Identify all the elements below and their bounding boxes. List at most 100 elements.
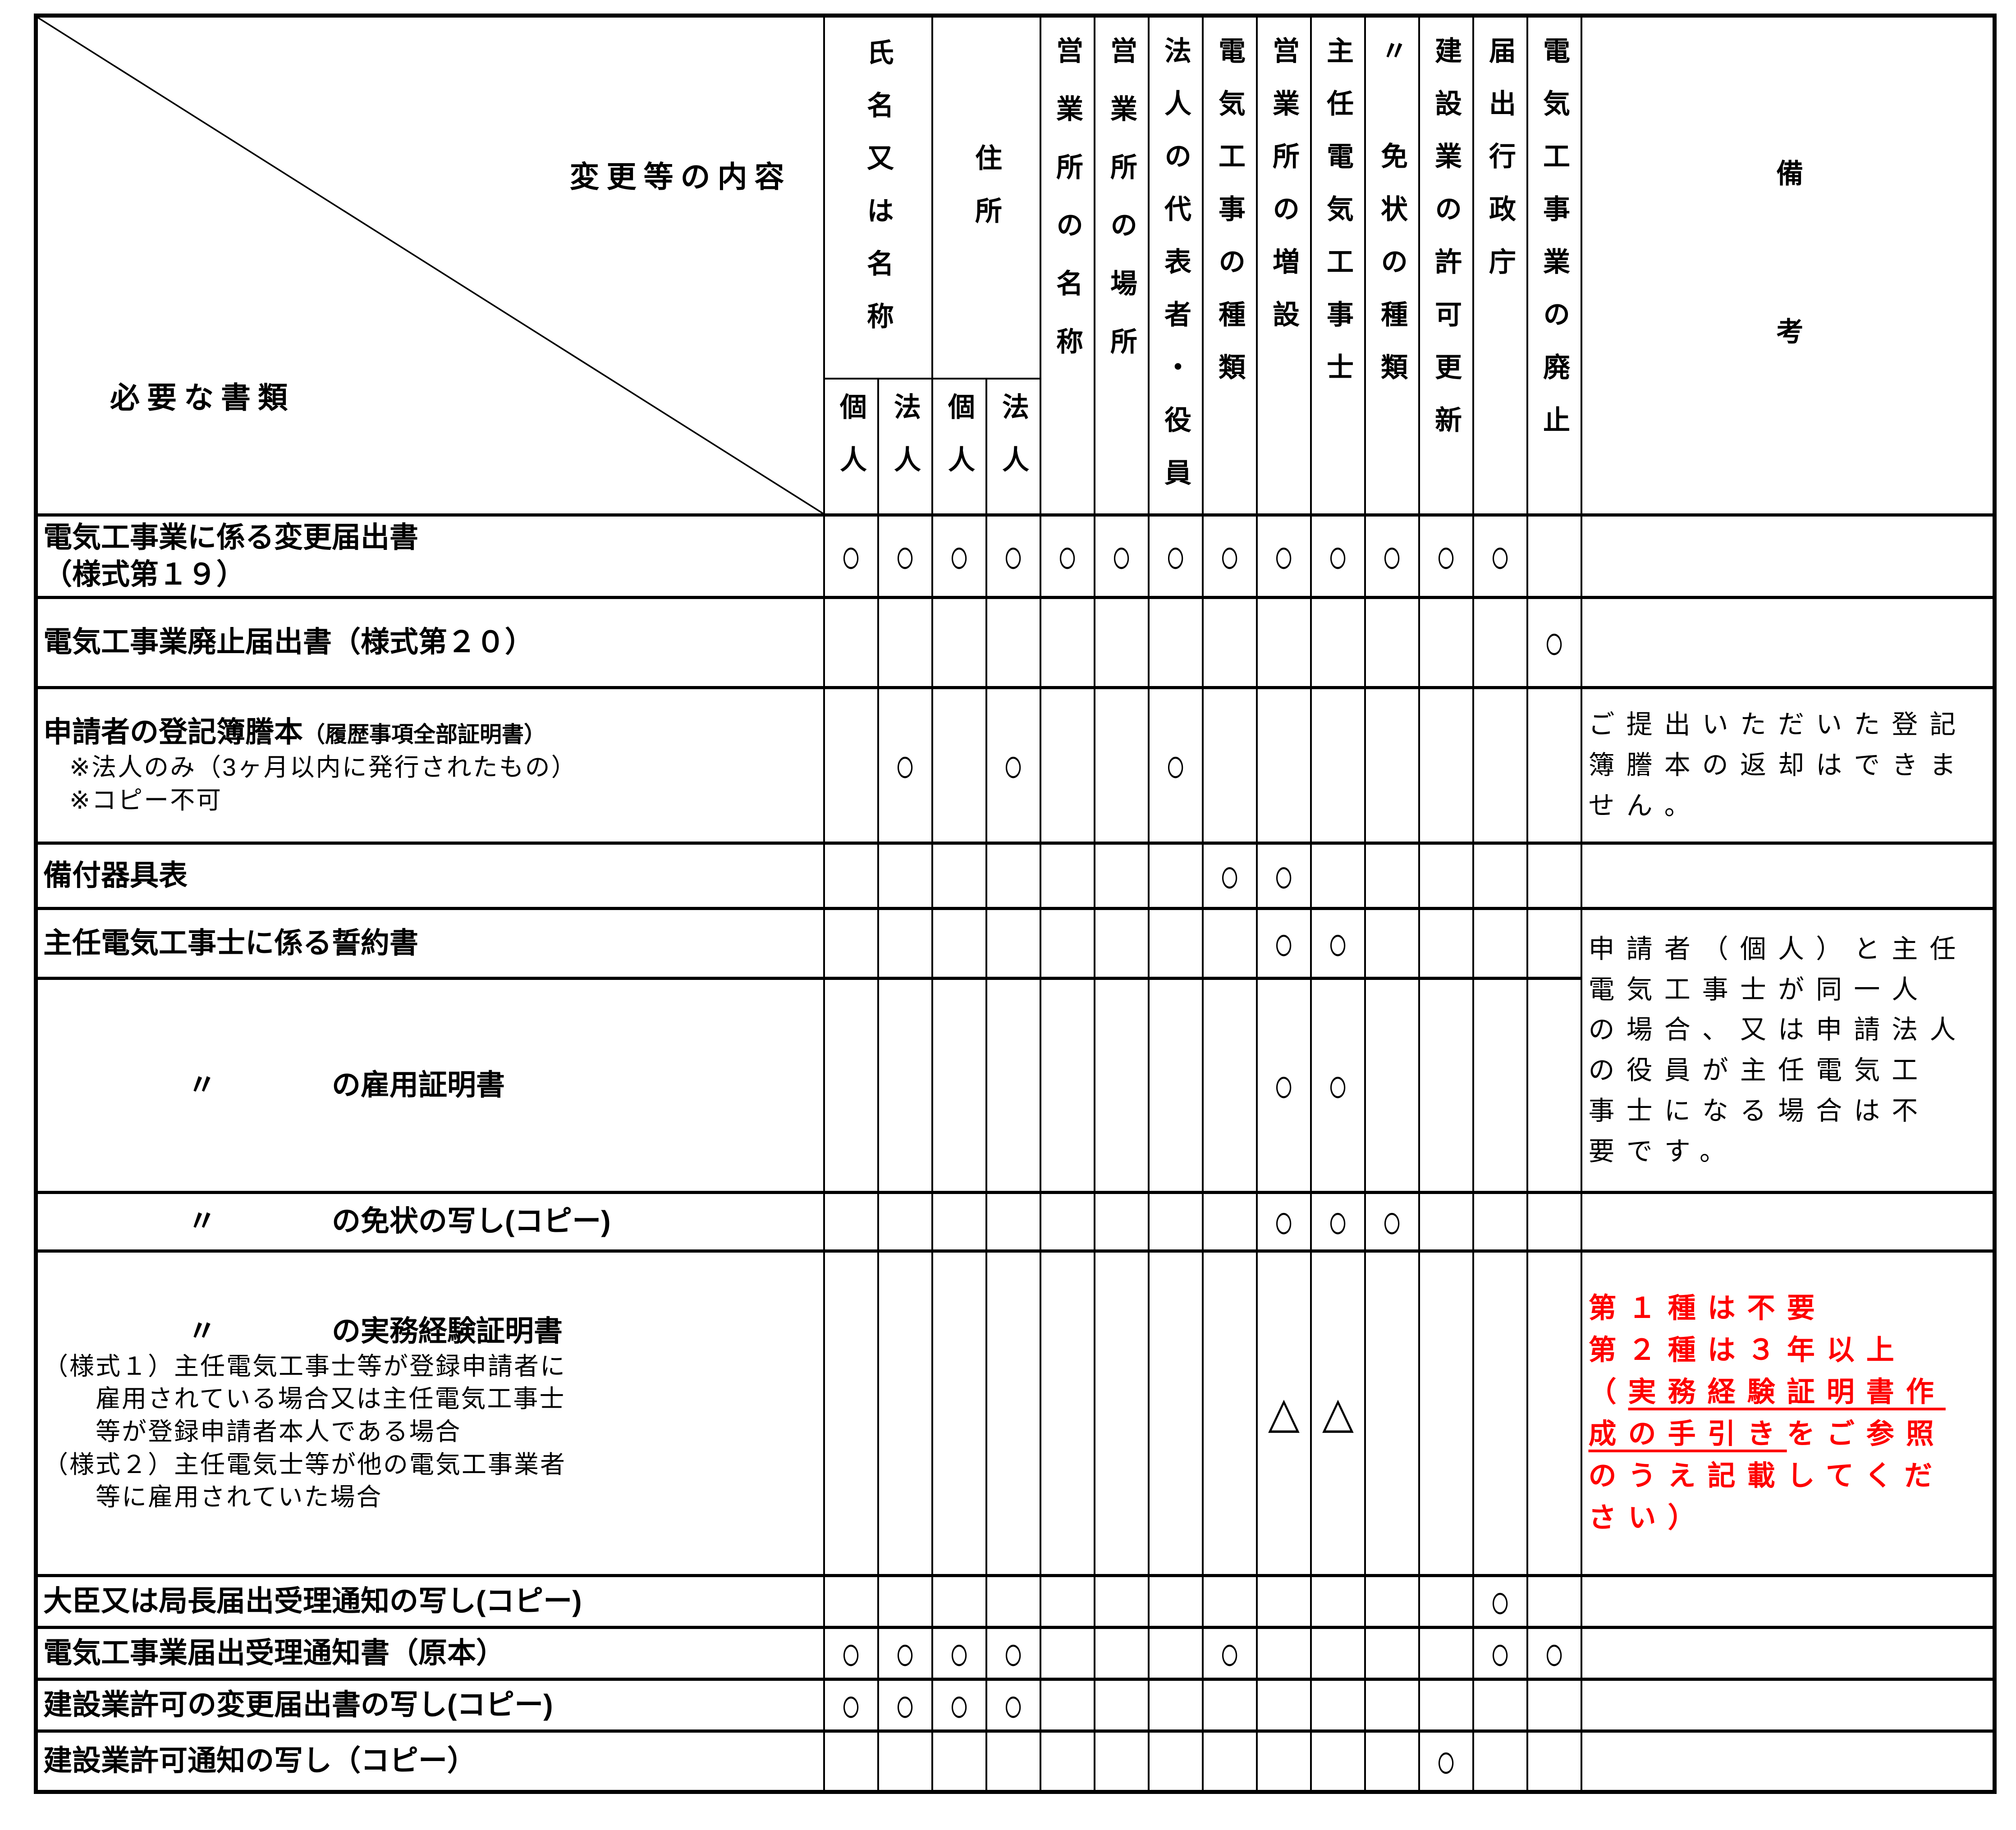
document-name-cell: 大臣又は局長届出受理通知の写し(コピー): [35, 1574, 825, 1629]
header-chief-electrician: 主任電気工事士: [1310, 14, 1366, 516]
document-name-cell: 備付器具表: [35, 841, 825, 910]
empty-mark-cell: [1093, 841, 1150, 910]
empty-mark-cell: [1255, 1729, 1312, 1793]
document-name-cell: 〃 の実務経験証明書（様式１）主任電気工事士等が登録申請者に 雇用されている場合…: [35, 1249, 825, 1577]
empty-mark-cell: [823, 1249, 879, 1577]
empty-mark-cell: [1526, 976, 1582, 1194]
empty-mark-cell: [1093, 976, 1150, 1194]
circle-mark-cell: ○: [931, 1625, 987, 1680]
subheader-name-corporate: 法人: [877, 378, 933, 516]
empty-mark-cell: [1364, 1729, 1420, 1793]
empty-mark-cell: [1039, 1729, 1095, 1793]
requirements-matrix-table: 変更等の内容 必要な書類 氏名又は名称 住所 営業所の名称 営業所の場所 法人の…: [34, 14, 1997, 1794]
remark-cell: [1580, 513, 1996, 599]
empty-mark-cell: [931, 686, 987, 844]
empty-mark-cell: [1418, 1574, 1474, 1629]
header-group-name-label: 氏名又は名称: [863, 38, 893, 355]
circle-mark: ○: [1219, 1627, 1240, 1679]
empty-mark-cell: [1039, 1625, 1095, 1680]
circle-mark-cell: ○: [1147, 513, 1204, 599]
circle-mark-cell: ○: [1364, 1190, 1420, 1252]
circle-mark: ○: [894, 528, 916, 583]
empty-mark-cell: [985, 595, 1041, 689]
circle-mark-cell: ○: [1255, 1190, 1312, 1252]
empty-mark-cell: [1364, 1677, 1420, 1732]
circle-mark-cell: ○: [877, 1625, 933, 1680]
circle-mark-cell: ○: [1255, 841, 1312, 910]
circle-mark-cell: ○: [877, 513, 933, 599]
empty-mark-cell: [1418, 686, 1474, 844]
remark-cell: ご提出いただいた登記簿謄本の返却はできません。: [1580, 686, 1996, 844]
empty-mark-cell: [1418, 1249, 1474, 1577]
circle-mark-cell: ○: [1310, 513, 1366, 599]
remark-cell: [1580, 595, 1996, 689]
empty-mark-cell: [823, 976, 879, 1194]
circle-mark: ○: [1489, 1575, 1511, 1628]
circle-mark-cell: ○: [1093, 513, 1150, 599]
empty-mark-cell: [931, 841, 987, 910]
empty-mark-cell: [1039, 1574, 1095, 1629]
triangle-mark: △: [1268, 1389, 1300, 1437]
empty-mark-cell: [1526, 841, 1582, 910]
header-group-address: 住所: [931, 14, 1041, 380]
empty-mark-cell: [1418, 595, 1474, 689]
header-corporate-representative-label: 法人の代表者・役員: [1160, 37, 1191, 511]
empty-mark-cell: [1201, 595, 1258, 689]
document-name-cell: 〃 の雇用証明書: [35, 976, 825, 1194]
circle-mark: ○: [894, 737, 916, 792]
circle-mark-cell: ○: [1255, 976, 1312, 1194]
empty-mark-cell: [1418, 976, 1474, 1194]
header-construction-permit-renewal-label: 建設業の許可更新: [1431, 37, 1462, 458]
empty-mark-cell: [1093, 595, 1150, 689]
subheader-name-individual-label: 個人: [836, 393, 866, 499]
header-license-type: 〃 免状の種類: [1364, 14, 1420, 516]
circle-mark: ○: [1435, 528, 1457, 583]
empty-mark-cell: [1526, 1729, 1582, 1793]
document-name-cell: 申請者の登記簿謄本（履歴事項全部証明書） ※法人のみ（3ヶ月以内に発行されたもの…: [35, 686, 825, 844]
empty-mark-cell: [823, 1190, 879, 1252]
document-name-cell: 〃 の免状の写し(コピー): [35, 1190, 825, 1252]
circle-mark-cell: ○: [1472, 1625, 1528, 1680]
empty-mark-cell: [1201, 1677, 1258, 1732]
document-name-cell: 主任電気工事士に係る誓約書: [35, 906, 825, 979]
empty-mark-cell: [1472, 906, 1528, 979]
empty-mark-cell: [877, 1190, 933, 1252]
circle-mark-cell: ○: [1255, 513, 1312, 599]
empty-mark-cell: [1147, 1574, 1204, 1629]
circle-mark-cell: ○: [985, 1625, 1041, 1680]
circle-mark: ○: [1381, 1194, 1402, 1249]
empty-mark-cell: [1201, 1574, 1258, 1629]
circle-mark: ○: [1544, 1627, 1565, 1679]
empty-mark-cell: [1093, 686, 1150, 844]
empty-mark-cell: [931, 1249, 987, 1577]
circle-mark-cell: ○: [1201, 1625, 1258, 1680]
empty-mark-cell: [1039, 595, 1095, 689]
remark-cell: [1580, 841, 1996, 910]
empty-mark-cell: [1364, 906, 1420, 979]
header-remarks: 備 考: [1580, 14, 1996, 516]
table-header: 変更等の内容 必要な書類 氏名又は名称 住所 営業所の名称 営業所の場所 法人の…: [35, 14, 1996, 516]
table-row: 電気工事業に係る変更届出書（様式第１９）○○○○○○○○○○○○○: [35, 513, 1996, 599]
circle-mark-cell: ○: [1310, 906, 1366, 979]
empty-mark-cell: [1310, 1574, 1366, 1629]
empty-mark-cell: [823, 595, 879, 689]
circle-mark-cell: ○: [1201, 841, 1258, 910]
circle-mark-cell: ○: [985, 513, 1041, 599]
circle-mark-cell: ○: [823, 1677, 879, 1732]
empty-mark-cell: [1093, 906, 1150, 979]
document-name-cell: 電気工事業廃止届出書（様式第２０）: [35, 595, 825, 689]
header-license-type-label: 〃 免状の種類: [1377, 37, 1407, 406]
empty-mark-cell: [1472, 841, 1528, 910]
empty-mark-cell: [1526, 1190, 1582, 1252]
triangle-mark-cell: △: [1255, 1249, 1312, 1577]
circle-mark: ○: [1489, 1627, 1511, 1679]
empty-mark-cell: [1364, 595, 1420, 689]
header-change-contents-label: 変更等の内容: [569, 160, 792, 193]
empty-mark-cell: [877, 841, 933, 910]
empty-mark-cell: [1472, 1249, 1528, 1577]
empty-mark-cell: [1039, 1677, 1095, 1732]
empty-mark-cell: [1310, 841, 1366, 910]
empty-mark-cell: [985, 1574, 1041, 1629]
header-business-abolition-label: 電気工事業の廃止: [1539, 37, 1570, 458]
header-group-name: 氏名又は名称: [823, 14, 933, 380]
